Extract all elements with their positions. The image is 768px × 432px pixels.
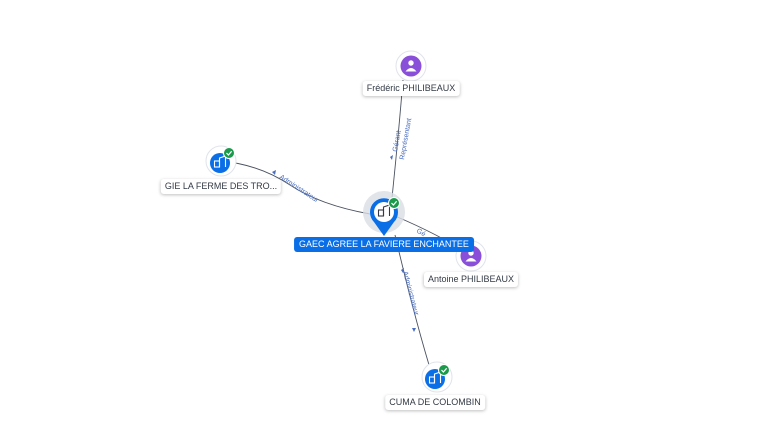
edge-arrow-cuma bbox=[412, 328, 416, 332]
edge-label-administrateur-cuma: Administrateur bbox=[401, 271, 420, 317]
building-icon bbox=[428, 371, 442, 384]
edge-arrow-cuma-2 bbox=[401, 268, 404, 273]
building-icon bbox=[213, 155, 227, 168]
node-label-gie[interactable]: GIE LA FERME DES TRO... bbox=[160, 179, 282, 194]
verified-check-icon bbox=[223, 147, 235, 159]
edge-gie bbox=[221, 160, 371, 215]
node-gie[interactable] bbox=[205, 145, 237, 177]
node-label-cuma[interactable]: CUMA DE COLOMBIN bbox=[385, 395, 485, 410]
person-icon bbox=[405, 60, 417, 72]
verified-check-icon bbox=[388, 197, 400, 209]
building-icon bbox=[377, 204, 391, 217]
edge-arrow-frederic bbox=[390, 155, 393, 160]
node-cuma[interactable] bbox=[421, 361, 453, 393]
node-label-frederic[interactable]: Frédéric PHILIBEAUX bbox=[362, 81, 460, 96]
edge-label-gerant: Gérant bbox=[392, 130, 403, 152]
node-label-antoine[interactable]: Antoine PHILIBEAUX bbox=[423, 272, 519, 287]
node-center[interactable] bbox=[363, 191, 405, 236]
verified-check-icon bbox=[438, 364, 450, 376]
node-label-center[interactable]: GAEC AGREE LA FAVIERE ENCHANTEE bbox=[294, 237, 474, 252]
node-frederic[interactable] bbox=[395, 50, 427, 82]
edge-label-antoine: Gé bbox=[415, 228, 427, 239]
edge-arrow-gie bbox=[272, 170, 276, 175]
edge-label-administrateur-gie: Administrateur bbox=[278, 174, 320, 205]
